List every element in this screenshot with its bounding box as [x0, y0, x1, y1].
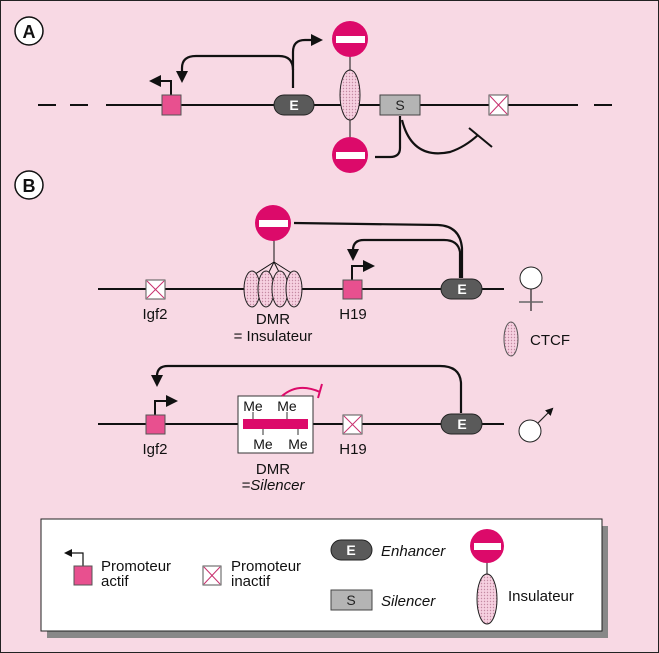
insulator-sign-icon — [470, 529, 504, 563]
repression-bar-icon — [317, 383, 323, 399]
h19-label: H19 — [339, 306, 367, 323]
transcription-arrow-icon — [149, 75, 172, 95]
enhancer-element: E — [440, 413, 483, 435]
legend-box — [40, 518, 603, 632]
legend-active-promoter: Promoteur actif — [64, 549, 171, 590]
igf2-label: Igf2 — [142, 441, 167, 458]
legend-silencer-label: Silencer — [381, 593, 436, 610]
panel-a-badge: A — [14, 16, 44, 46]
ctcf-cluster — [243, 270, 303, 308]
ctcf-label: CTCF — [530, 332, 570, 349]
enhancer-activation-arrow — [176, 54, 295, 88]
legend-insulator-label: Insulateur — [508, 588, 574, 605]
silencer-mark: S — [346, 592, 355, 608]
transcription-arrow-icon — [64, 549, 84, 566]
enhancer-blocked-arrow — [291, 34, 323, 70]
female-symbol-icon — [519, 266, 543, 311]
panel-a-letter: A — [23, 22, 36, 42]
silencer-mark: S — [395, 97, 404, 113]
insulator-complex — [332, 21, 368, 173]
enhancer-activation-arrow — [151, 364, 463, 413]
ctcf-protein — [285, 270, 303, 308]
enhancer-mark: E — [289, 97, 298, 113]
legend-enhancer-label: Enhancer — [381, 543, 446, 560]
paternal-allele: Igf2 Me Me Me Me DMR =Silencer H19 E — [98, 364, 554, 494]
dmr-label: DMR — [256, 311, 290, 328]
ctcf-protein — [476, 573, 498, 625]
legend-insulator: Insulateur — [470, 529, 574, 625]
dmr-label: DMR — [256, 461, 290, 478]
methylated-dmr: Me Me Me Me — [237, 395, 314, 454]
transcription-arrow-icon — [351, 260, 375, 280]
maternal-allele: Igf2 DMR = Insulateur H19 E — [98, 205, 570, 357]
igf2-label: Igf2 — [142, 306, 167, 323]
methyl-label: Me — [277, 398, 297, 414]
panel-b-badge: B — [14, 170, 44, 200]
silencer-to-insulator-line — [375, 116, 402, 159]
enhancer-mark: E — [346, 542, 355, 558]
legend-active-line2: actif — [101, 573, 129, 590]
enhancer-element: E — [273, 94, 315, 116]
enhancer-element: E — [440, 278, 483, 300]
legend: Promoteur actif Promoteur inactif E Enha… — [40, 518, 608, 638]
h19-label: H19 — [339, 441, 367, 458]
legend-inactive-line2: inactif — [231, 573, 271, 590]
h19-inactive-promoter — [342, 414, 363, 435]
igf2-inactive-promoter — [145, 279, 166, 300]
methyl-label: Me — [253, 436, 273, 452]
ctcf-protein — [339, 69, 361, 121]
ctcf-key-icon — [503, 321, 519, 357]
silencing-arc — [281, 386, 321, 397]
methyl-label: Me — [243, 398, 263, 414]
legend-inactive-line1: Promoteur — [231, 558, 301, 575]
insulator-sign-icon — [255, 205, 291, 241]
enhancer-mark: E — [457, 416, 466, 432]
silencer-bar — [243, 419, 308, 429]
enhancer-activation-arrow — [347, 238, 462, 278]
legend-active-line1: Promoteur — [101, 558, 171, 575]
methyl-label: Me — [288, 436, 308, 452]
h19-active-promoter — [342, 260, 375, 300]
insulator-sign-icon — [332, 21, 368, 57]
promoter-box — [161, 94, 182, 116]
inactive-promoter — [488, 94, 509, 116]
transcription-arrow-icon — [154, 395, 178, 415]
panel-b-letter: B — [23, 176, 36, 196]
male-symbol-icon — [518, 407, 554, 443]
enhancer-mark: E — [457, 281, 466, 297]
dmr-role-label: = Insulateur — [234, 328, 313, 345]
enhancer-blocked-arc — [293, 221, 464, 278]
dmr-role-label: =Silencer — [242, 477, 306, 494]
active-promoter — [149, 75, 182, 116]
repression-bar-icon — [468, 127, 493, 148]
legend-enhancer: E Enhancer — [330, 539, 446, 561]
legend-inactive-promoter: Promoteur inactif — [202, 558, 301, 590]
silencer-repression-arc — [400, 119, 479, 155]
legend-silencer: S Silencer — [330, 589, 436, 611]
silencer-element: S — [379, 94, 421, 116]
insulator-sign-icon — [332, 137, 368, 173]
igf2-active-promoter — [145, 395, 178, 435]
